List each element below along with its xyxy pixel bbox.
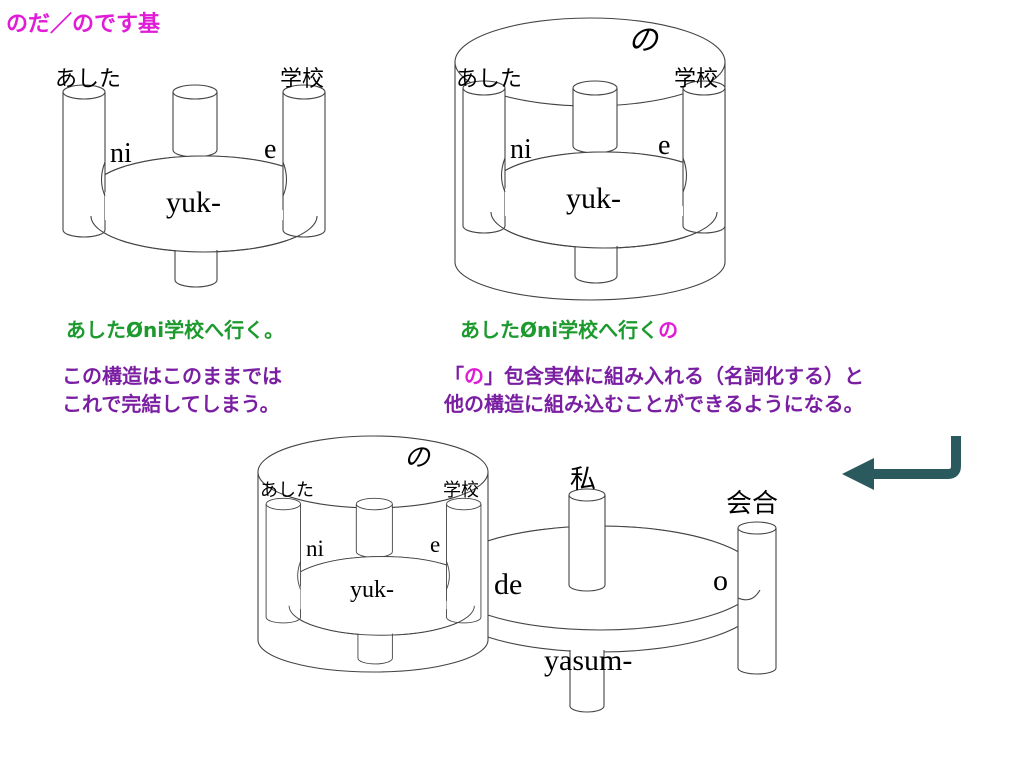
- d2-top-left-label: あした: [456, 66, 522, 91]
- d2-right-label: e: [658, 130, 670, 161]
- sentence-right: あしたØni学校へ行くの: [460, 316, 678, 344]
- d1-top-right-label: 学校: [280, 66, 324, 91]
- right-desc-line2: 他の構造に組み込むことができるようになる。: [444, 392, 864, 416]
- d1-verb-label: yuk-: [166, 186, 221, 219]
- d1-right-label: e: [264, 134, 276, 165]
- right-desc-line1: 「の」包含実体に組み入れる（名詞化する）と: [444, 362, 864, 390]
- sentence-left: あしたØni学校へ行く。: [66, 318, 285, 342]
- d2-no-label: の: [628, 24, 660, 57]
- right-desc-rest: 」包含実体に組み入れる（名詞化する）と: [484, 364, 864, 388]
- d1-left-label: ni: [110, 138, 132, 169]
- d2-left-label: ni: [510, 134, 532, 165]
- sentence-right-main: あしたØni学校へ行く: [460, 318, 659, 342]
- sentence-right-no: の: [658, 318, 679, 342]
- d3-outer-top-label: 私: [570, 465, 596, 494]
- right-description: 「の」包含実体に組み入れる（名詞化する）と 他の構造に組み込むことができるように…: [444, 362, 864, 418]
- right-desc-no: の: [464, 364, 484, 388]
- d2-top-right-label: 学校: [674, 66, 718, 91]
- left-description: この構造はこのままでは これで完結してしまう。: [62, 362, 282, 418]
- d3-outer-left-label: de: [494, 568, 522, 601]
- d3-no-label: の: [404, 443, 432, 472]
- diagram-3: [257, 435, 777, 713]
- d3-top-left-label: あした: [260, 480, 314, 500]
- d3-verb-label: yuk-: [350, 577, 394, 603]
- d3-outer-right-label: 会合: [726, 489, 778, 518]
- d2-verb-label: yuk-: [566, 182, 621, 215]
- d3-right-label: e: [430, 532, 440, 557]
- d3-outer-verb-label: yasum-: [544, 644, 632, 677]
- diagram-2: [454, 17, 726, 301]
- d3-left-label: ni: [306, 536, 324, 561]
- return-arrow-icon: [842, 436, 961, 490]
- left-desc-line2: これで完結してしまう。: [62, 392, 280, 416]
- left-desc-line1: この構造はこのままでは: [62, 364, 282, 388]
- slide-title: のだ／のです基: [6, 12, 161, 37]
- d1-top-left-label: あした: [55, 66, 121, 91]
- right-desc-open: 「: [444, 364, 464, 388]
- d3-outer-o-label: o: [713, 564, 728, 597]
- d3-top-right-label: 学校: [443, 480, 479, 500]
